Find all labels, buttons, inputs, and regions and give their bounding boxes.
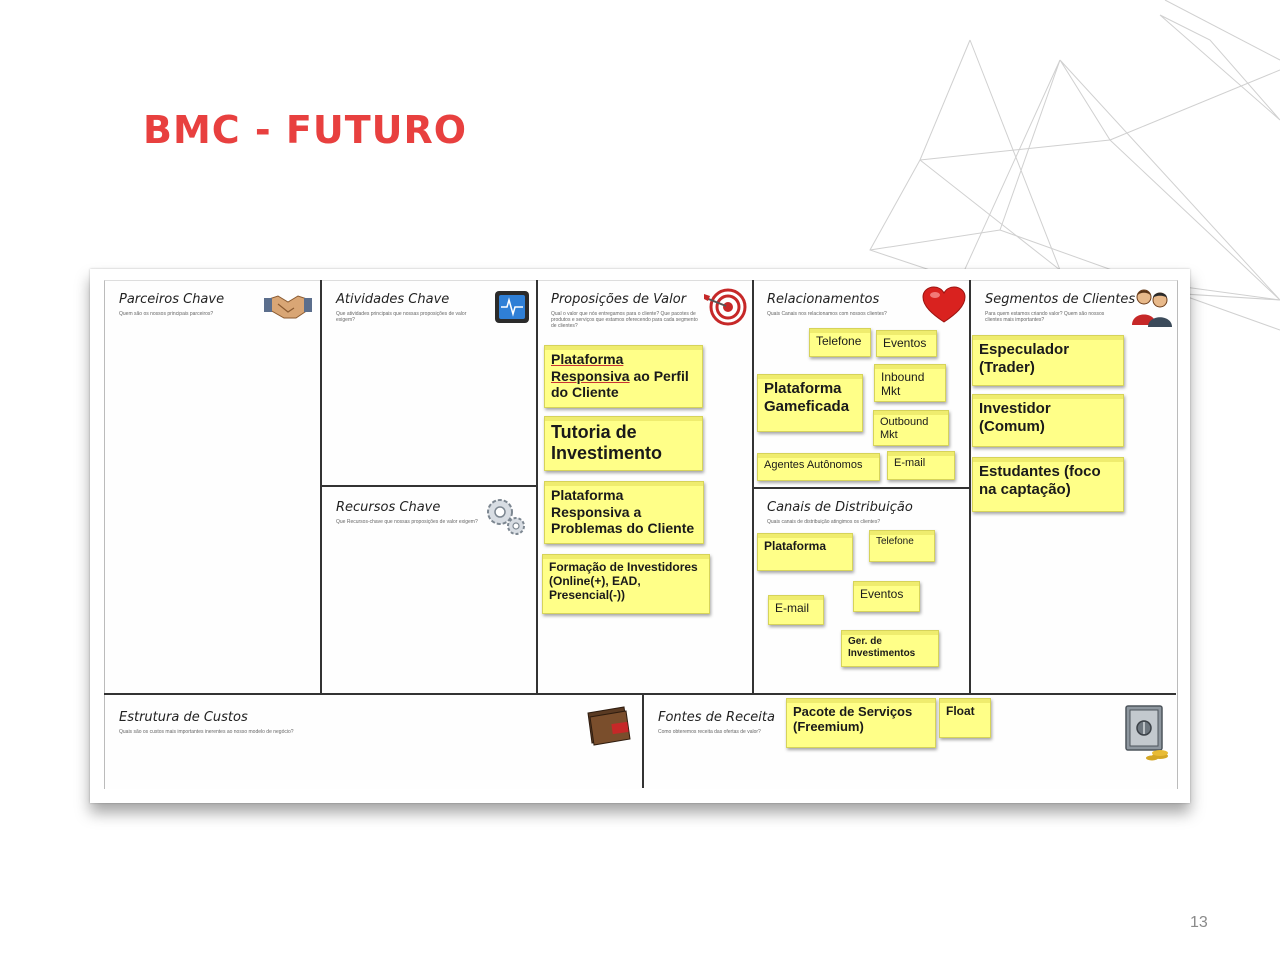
note-text: Plataforma Gameficada — [764, 380, 850, 415]
block-question-segmentos: Para quem estamos criando valor? Quem sã… — [985, 311, 1105, 323]
note-plataforma-gameficada: Plataforma Gameficada — [757, 374, 863, 432]
block-title-atividades: Atividades Chave — [336, 292, 450, 307]
note-email-relacionamento: E-mail — [887, 451, 955, 480]
note-gerencia-investimentos: Ger. de Investimentos — [841, 630, 939, 667]
note-text: E-mail — [894, 457, 926, 469]
note-telefone-canal: Telefone — [869, 530, 935, 562]
safe-icon — [1125, 705, 1168, 761]
divider — [536, 280, 538, 695]
note-plataforma-responsiva-problemas: Plataforma Responsiva a Problemas do Cli… — [544, 481, 704, 544]
note-email-canal: E-mail — [768, 595, 824, 625]
people-icon — [1132, 289, 1172, 327]
block-question-receita: Como obteremos receita das ofertas de va… — [658, 729, 761, 735]
divider — [753, 487, 970, 489]
note-text: Telefone — [816, 334, 862, 348]
note-text: Formação de Investidores (Online(+), EAD… — [549, 560, 698, 603]
note-text: Pacote de Serviços (Freemium) — [793, 704, 913, 735]
note-text: Inbound Mkt — [881, 370, 925, 399]
note-agentes-autonomos: Agentes Autônomos — [757, 453, 880, 481]
block-title-canais: Canais de Distribuição — [767, 500, 913, 515]
block-question-atividades: Que atividades principais que nossas pro… — [336, 311, 467, 323]
block-question-custos: Quais são os custos mais importantes ine… — [119, 729, 294, 735]
note-text: Estudantes (foco na captação) — [979, 463, 1101, 498]
block-title-relacionamentos: Relacionamentos — [767, 292, 880, 307]
divider — [969, 280, 971, 695]
block-question-canais: Quais canais de distribuição atingimos o… — [767, 519, 881, 525]
block-title-recursos: Recursos Chave — [336, 500, 441, 515]
note-investidor: Investidor (Comum) — [972, 394, 1124, 447]
note-estudantes: Estudantes (foco na captação) — [972, 457, 1124, 512]
note-text: Telefone — [876, 536, 914, 547]
note-text: Investidor (Comum) — [979, 400, 1051, 435]
block-title-parceiros: Parceiros Chave — [119, 292, 225, 307]
note-plataforma-responsiva-perfil: Plataforma Responsiva ao Perfil do Clien… — [544, 345, 703, 408]
note-text: E-mail — [775, 601, 810, 615]
note-text: Agentes Autônomos — [764, 459, 863, 471]
note-especulador: Especulador (Trader) — [972, 335, 1124, 386]
gears-icon — [487, 499, 525, 535]
note-text: Float — [946, 704, 975, 718]
block-question-recursos: Que Recursos-chave que nossas proposiçõe… — [336, 519, 478, 525]
note-text: Eventos — [860, 587, 904, 601]
heart-icon — [922, 286, 966, 323]
note-text: Outbound Mkt — [880, 416, 929, 441]
target-icon — [704, 288, 747, 326]
note-text: Ger. de Investimentos — [848, 636, 916, 659]
note-telefone-relacionamento: Telefone — [809, 328, 871, 357]
note-formacao-de-investidores: Formação de Investidores (Online(+), EAD… — [542, 554, 710, 614]
note-float: Float — [939, 698, 991, 738]
note-text: Eventos — [883, 336, 927, 350]
slide-page-number: 13 — [1190, 914, 1208, 931]
note-outbound-mkt: Outbound Mkt — [873, 410, 949, 446]
block-question-relacionamentos: Quais Canais nos relacionamos com nossos… — [767, 311, 887, 317]
note-text: Plataforma Responsiva a Problemas do Cli… — [551, 487, 695, 537]
handshake-icon — [264, 295, 312, 319]
divider — [320, 280, 322, 695]
block-question-proposicoes: Qual o valor que nós entregamos para o c… — [551, 311, 698, 329]
monitor-icon — [495, 291, 529, 323]
note-eventos-canal: Eventos — [853, 581, 920, 612]
note-text-underlined: Plataforma Responsiva — [551, 351, 630, 384]
block-title-proposicoes: Proposições de Valor — [551, 292, 687, 307]
wallet-icon — [587, 706, 631, 746]
note-text: Plataforma — [764, 539, 827, 553]
block-title-receita: Fontes de Receita — [658, 710, 775, 725]
note-plataforma-canal: Plataforma — [757, 533, 853, 571]
divider — [104, 693, 1176, 695]
note-text: ao Perfil do Cliente — [551, 367, 689, 401]
block-title-custos: Estrutura de Custos — [119, 710, 248, 725]
note-text: Tutoria de Investimento — [551, 422, 663, 464]
note-text: Especulador (Trader) — [979, 341, 1070, 376]
divider — [642, 694, 644, 788]
divider — [321, 485, 537, 487]
note-eventos-relacionamento: Eventos — [876, 330, 937, 357]
slide-title: BMC - FUTURO — [143, 108, 468, 152]
note-tutoria-de-investimento: Tutoria de Investimento — [544, 416, 703, 471]
note-pacote-de-servicos: Pacote de Serviços (Freemium) — [786, 698, 936, 748]
block-question-parceiros: Quem são os nossos principais parceiros? — [119, 311, 214, 317]
block-title-segmentos: Segmentos de Clientes — [985, 292, 1136, 307]
note-inbound-mkt: Inbound Mkt — [874, 364, 946, 402]
